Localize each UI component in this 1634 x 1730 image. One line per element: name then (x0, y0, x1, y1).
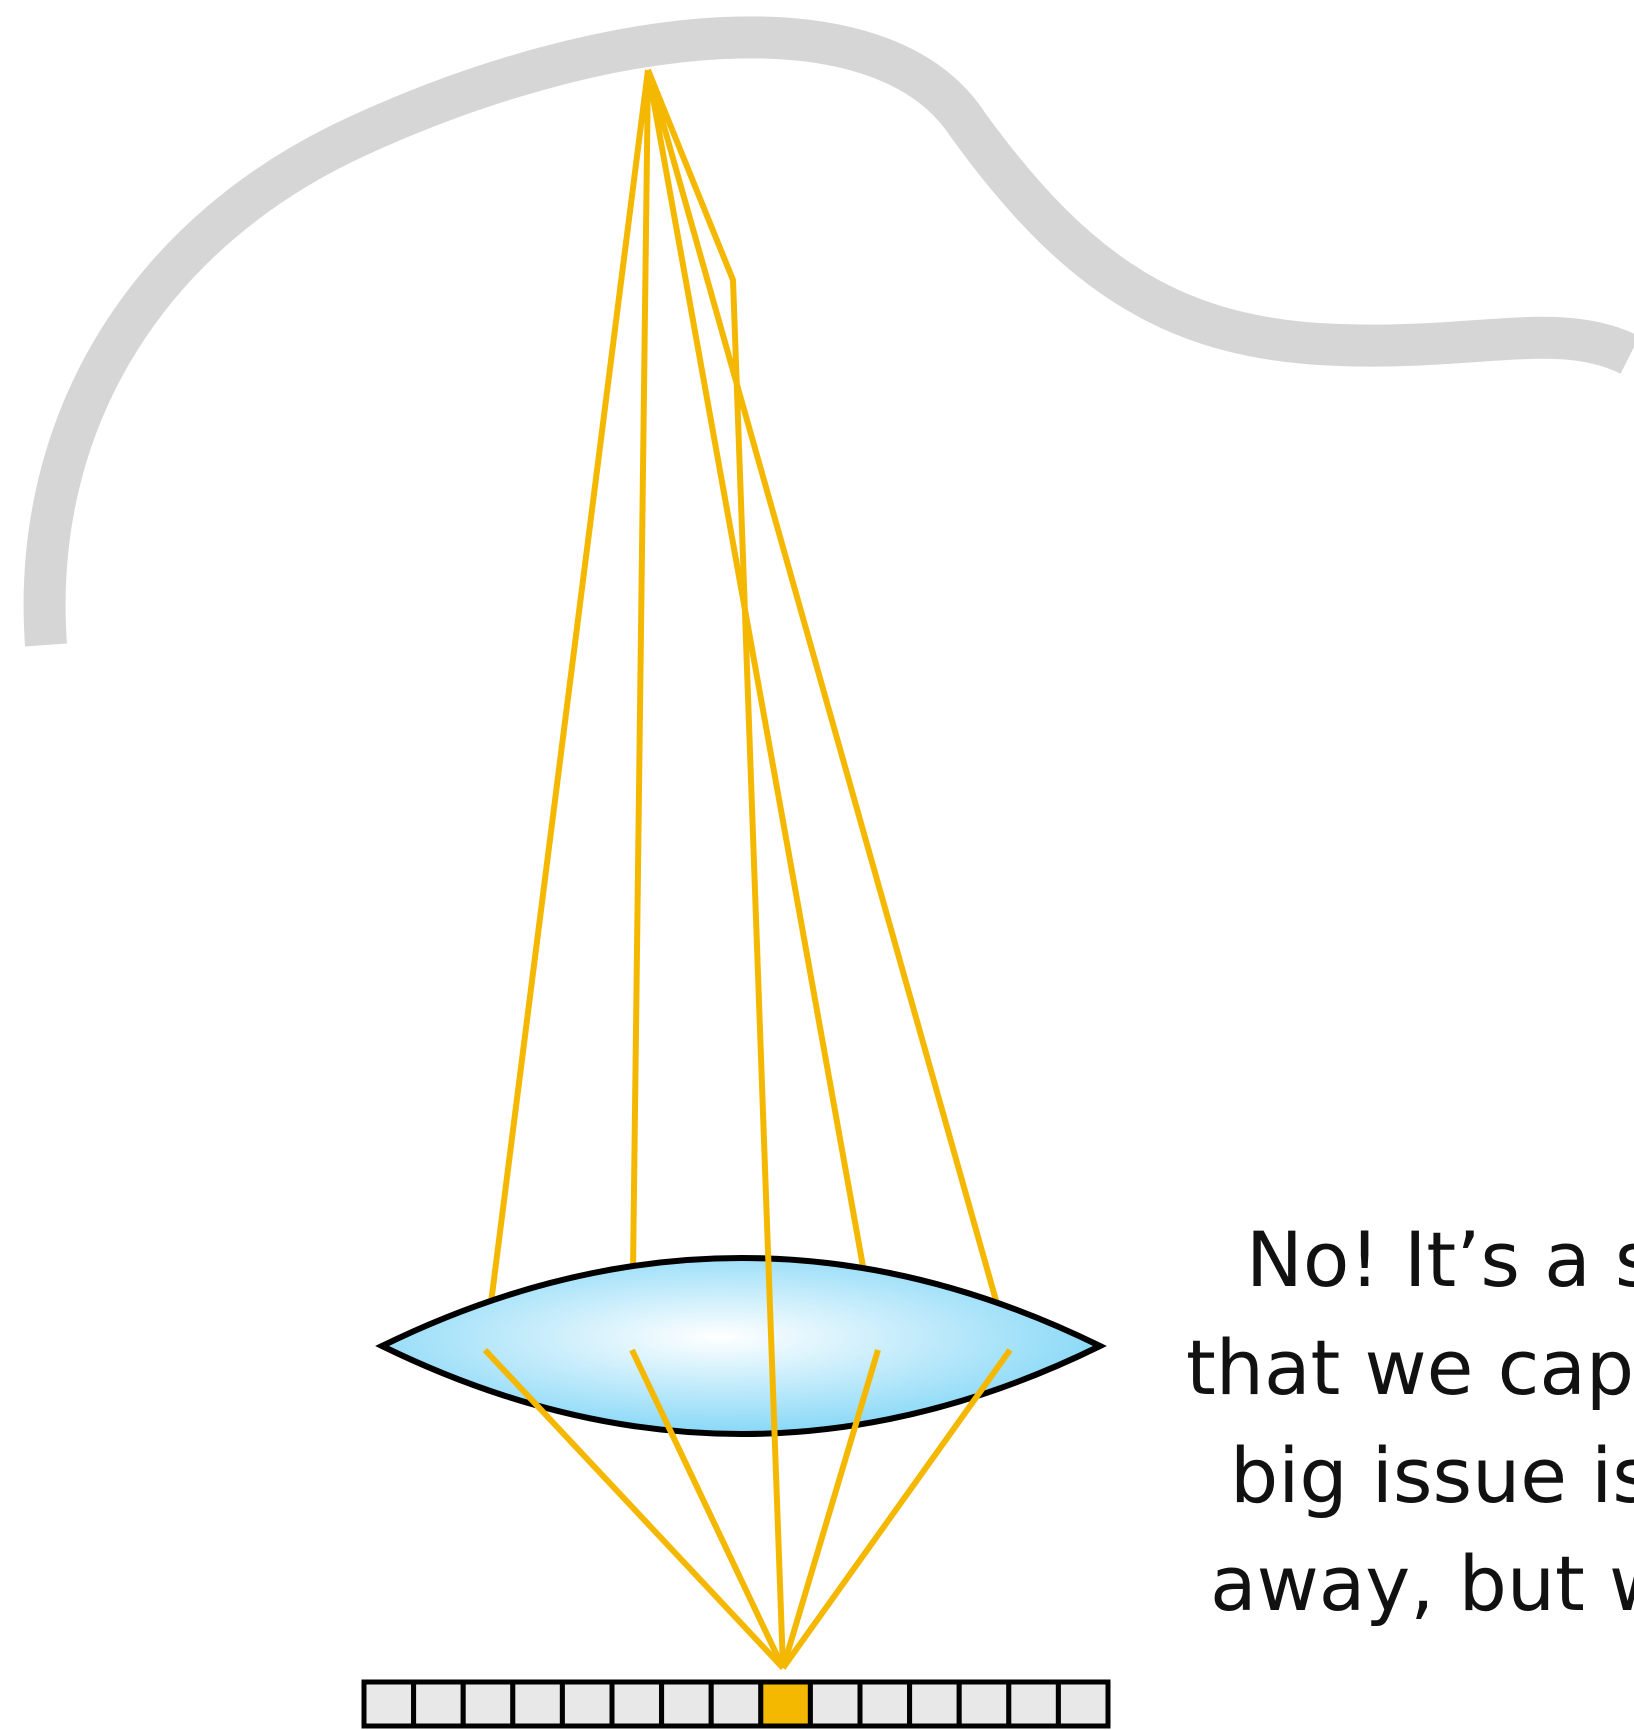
incoming-light-rays (482, 69, 1013, 1351)
caption-line-1: No! It’s a s (1246, 1215, 1634, 1304)
lens (375, 1255, 1107, 1437)
image-sensor (361, 1679, 1111, 1729)
sensor-cell (460, 1679, 516, 1729)
caption-line-4: away, but w (1210, 1539, 1634, 1628)
sensor-cell (411, 1679, 466, 1729)
light-ray (780, 1349, 881, 1669)
light-ray (780, 1348, 1013, 1670)
sensor-cell (1006, 1679, 1061, 1729)
light-ray (482, 1347, 786, 1671)
sensor-cell (907, 1679, 962, 1729)
caption-line-3: big issue is (1230, 1431, 1634, 1520)
caption-line-2: that we cap (1186, 1323, 1634, 1412)
sensor-cell (807, 1679, 863, 1729)
light-ray (645, 69, 1013, 1351)
sensor-cell (1055, 1679, 1111, 1729)
sensor-cell (956, 1679, 1012, 1729)
sensor-cell (559, 1679, 615, 1729)
light-ray (482, 69, 651, 1351)
light-ray (645, 68, 786, 1669)
sensor-cell (510, 1679, 565, 1729)
sensor-cell (609, 1679, 665, 1729)
light-ray (629, 1348, 786, 1670)
light-ray (629, 69, 651, 1351)
sensor-cell (659, 1679, 714, 1729)
converging-light-rays (482, 68, 1013, 1671)
sensor-cell (857, 1679, 913, 1729)
sensor-cell-active (758, 1679, 813, 1729)
sensor-cell (361, 1679, 417, 1729)
light-ray (645, 69, 881, 1351)
scene-surface-curve (23, 16, 1634, 647)
sensor-cell (708, 1679, 764, 1729)
